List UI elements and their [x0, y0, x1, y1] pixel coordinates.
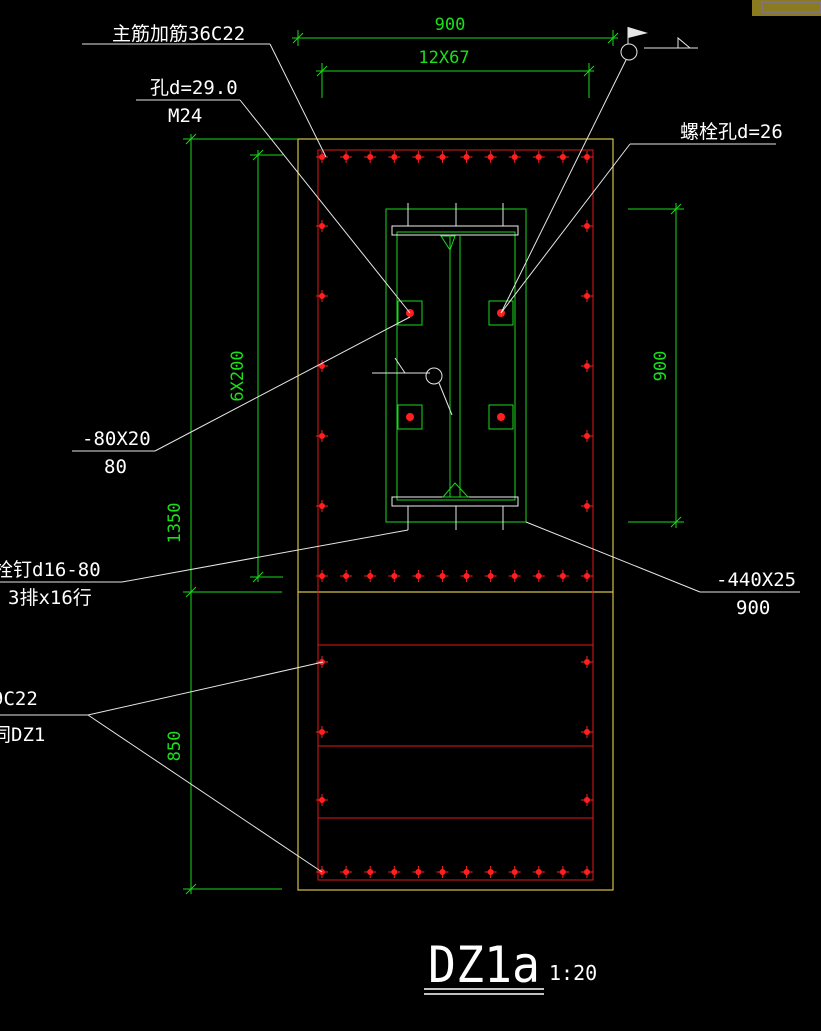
dimensions: 900 12X67 900 6X200 1350 850 [165, 15, 684, 895]
rebar-frame [317, 149, 594, 881]
label-lower-rebar-top: 9C22 [0, 688, 38, 710]
label-side-hole: 螺栓孔d=26 [680, 121, 783, 143]
title-block: DZ1a 1:20 [424, 936, 597, 995]
label-stud-top: 栓钉d16-80 [0, 559, 101, 581]
corner-mark [752, 0, 821, 16]
drawing-scale: 1:20 [549, 961, 597, 985]
label-plate-small-top: -80X20 [82, 428, 151, 450]
label-base-plate-top: -440X25 [716, 569, 796, 591]
dim-bolt-spacing: 12X67 [418, 48, 469, 68]
bolt-plate [397, 404, 423, 430]
dim-side-right: 900 [651, 351, 671, 382]
steel-section [372, 203, 527, 530]
bolt-hole [406, 413, 414, 421]
rebar-dots [316, 151, 593, 878]
bolt-plate [397, 300, 423, 326]
inner-frame [396, 231, 516, 501]
bolt-plate [488, 300, 514, 326]
label-bolt-hole: 孔d=29.0 [150, 77, 238, 99]
dim-left-lower: 850 [165, 731, 185, 762]
annotations: 主筋加筋36C22 孔d=29.0 M24 螺栓孔d=26 -80X20 80 … [0, 23, 800, 873]
label-lower-rebar-bottom: 同DZ1 [0, 724, 45, 746]
label-bolt-size: M24 [168, 105, 202, 127]
top-flange [391, 225, 519, 236]
dim-left-upper: 1350 [165, 503, 185, 544]
dim-top-width: 900 [435, 15, 466, 35]
column-outline [297, 138, 614, 891]
bottom-flange [391, 496, 519, 507]
bolt-plate [488, 404, 514, 430]
label-plate-small-bottom: 80 [104, 456, 127, 478]
dim-left-inner: 6X200 [228, 350, 248, 401]
label-base-plate-bottom: 900 [736, 597, 770, 619]
bolt-hole [497, 413, 505, 421]
base-plate [385, 208, 527, 523]
drawing-title: DZ1a [428, 936, 540, 994]
label-stud-bottom: 3排x16行 [8, 587, 92, 609]
label-top-rebar: 主筋加筋36C22 [112, 23, 245, 45]
